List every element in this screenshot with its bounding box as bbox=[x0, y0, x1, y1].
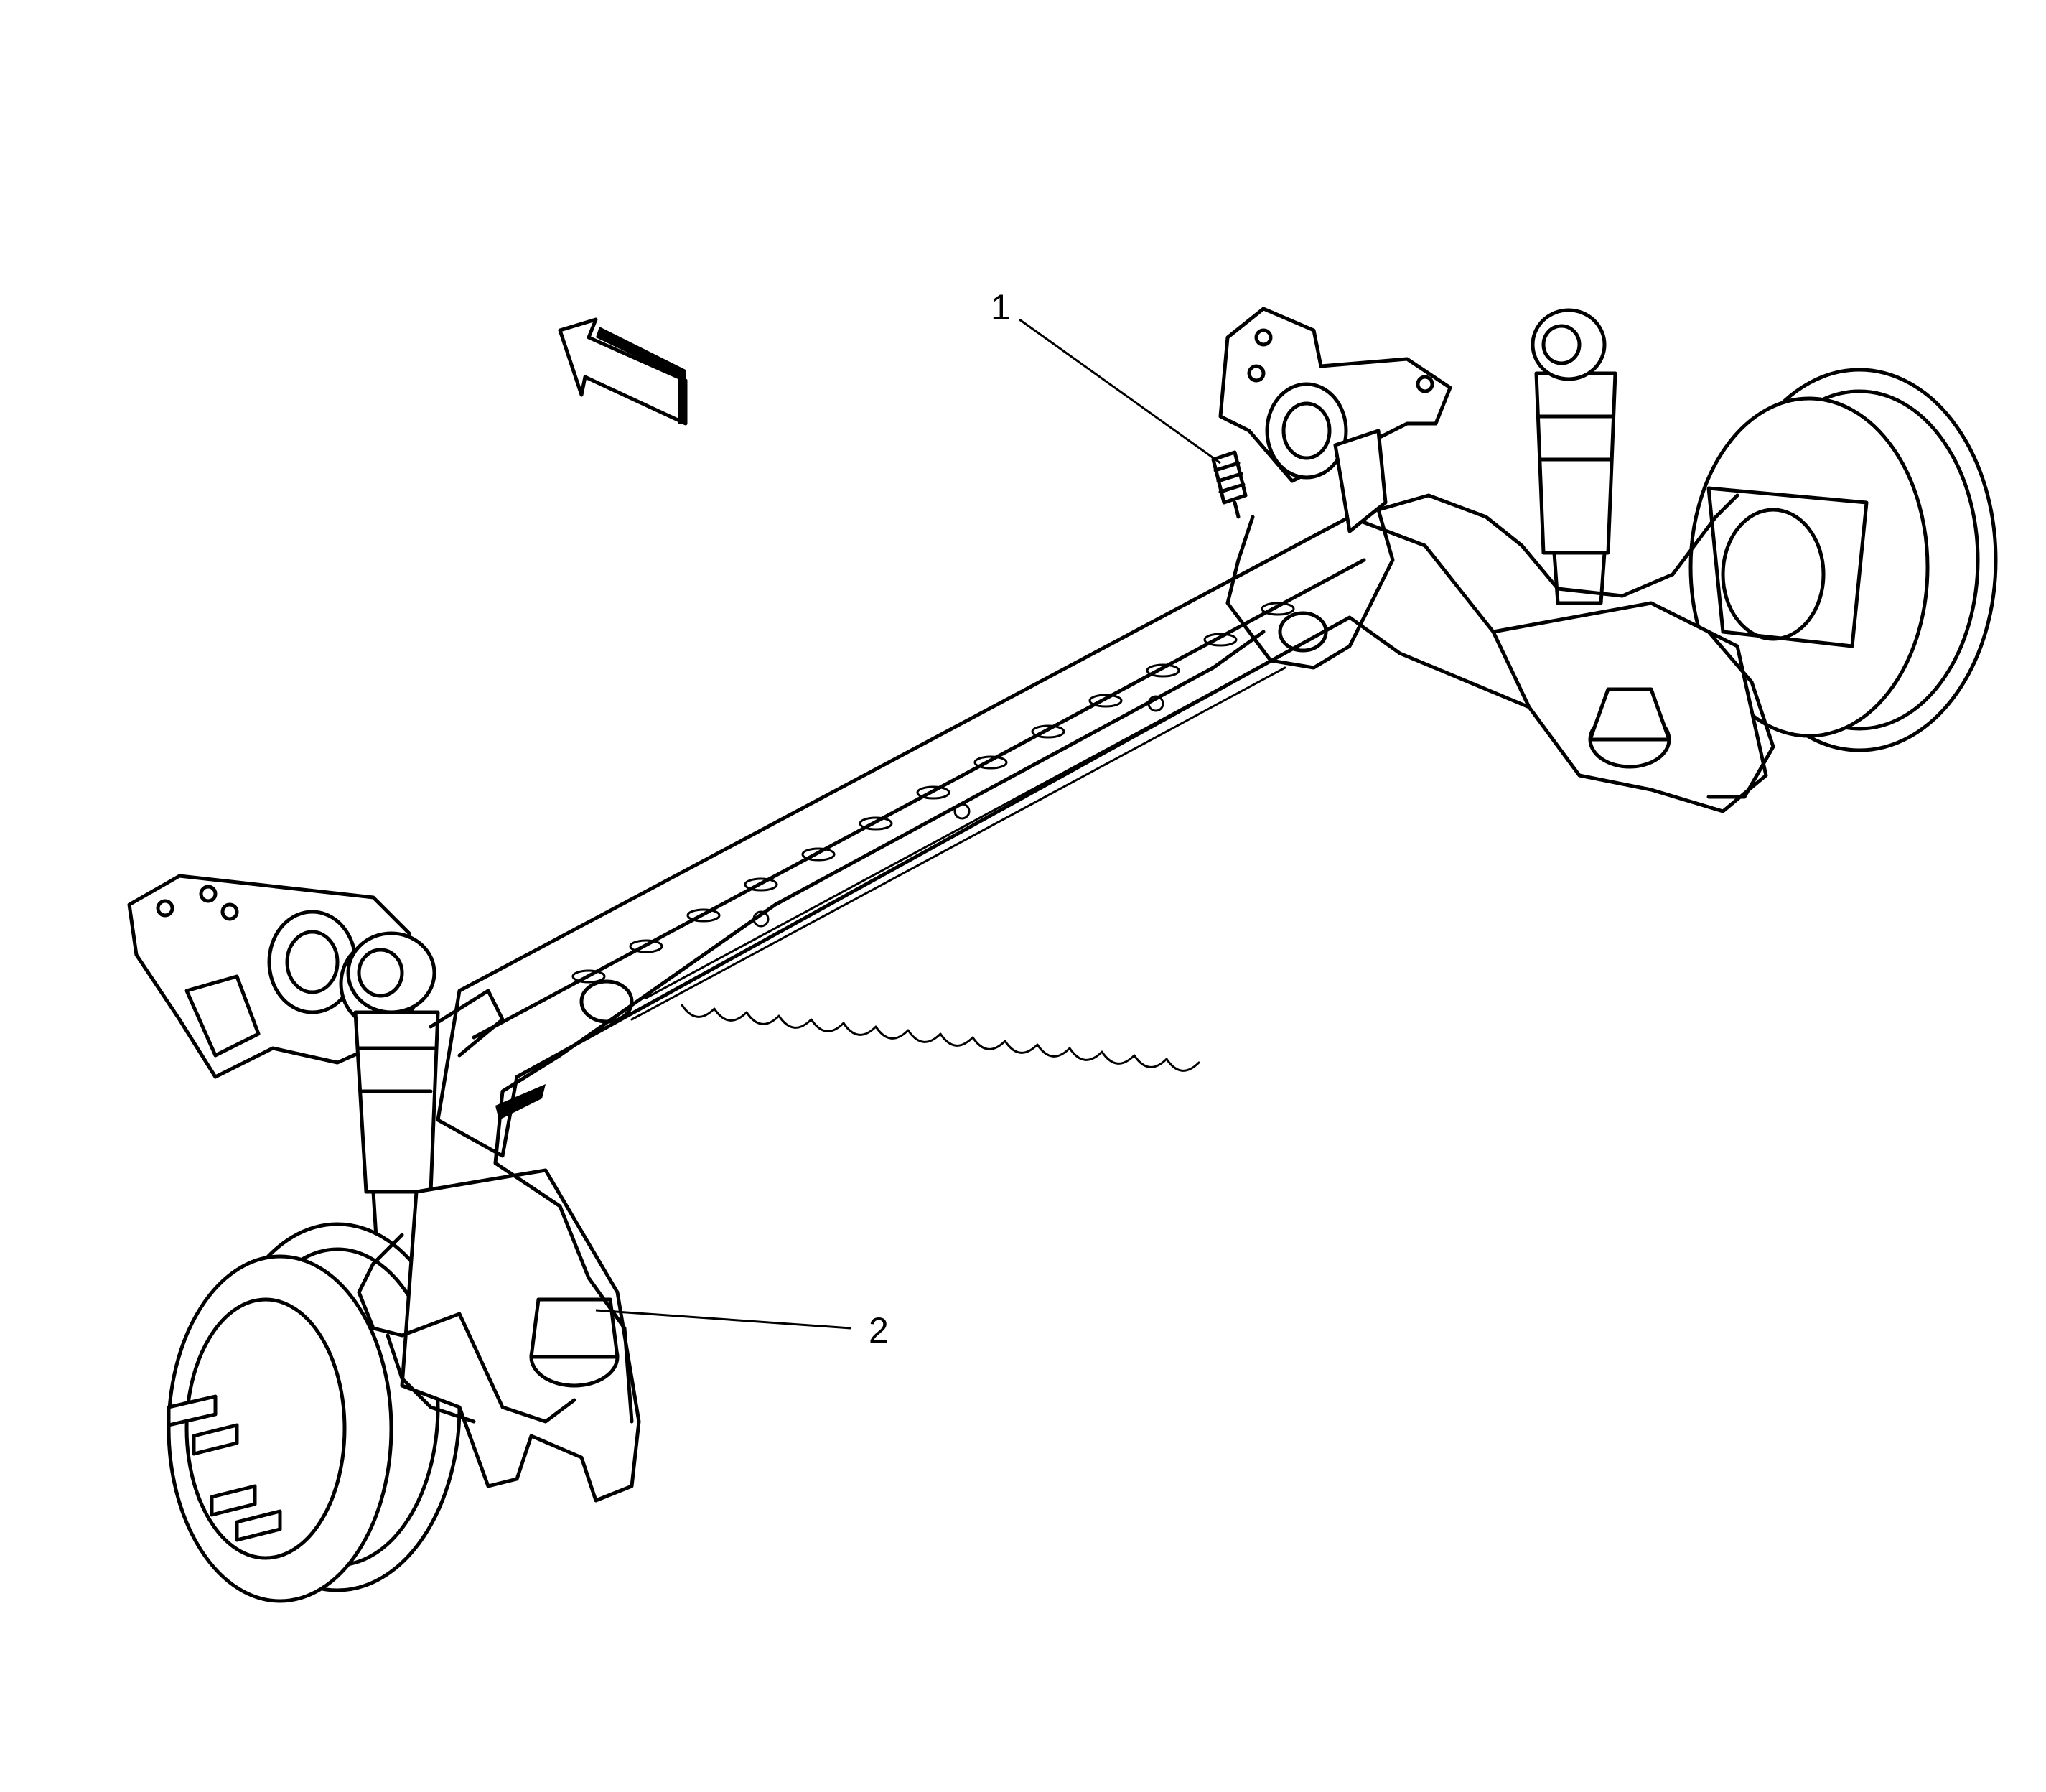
callout-1-label: 1 bbox=[991, 287, 1011, 327]
callout-2: 2 bbox=[595, 1309, 889, 1350]
right-brake-assembly bbox=[1688, 368, 1998, 752]
right-trailing-arm bbox=[1491, 601, 1768, 813]
harness-connector bbox=[1211, 450, 1248, 519]
callout-2-label: 2 bbox=[869, 1310, 889, 1350]
left-brake-drum bbox=[167, 1222, 462, 1603]
right-shock-absorber bbox=[1531, 308, 1617, 605]
wheel-studs bbox=[167, 1394, 282, 1542]
callout-1: 1 bbox=[991, 287, 1221, 465]
right-mounting-bracket bbox=[1218, 307, 1452, 533]
beam-slots bbox=[571, 602, 1295, 984]
front-direction-arrow bbox=[558, 317, 688, 426]
axle-beam bbox=[436, 515, 1546, 1158]
wiring-harness bbox=[357, 493, 1775, 1424]
